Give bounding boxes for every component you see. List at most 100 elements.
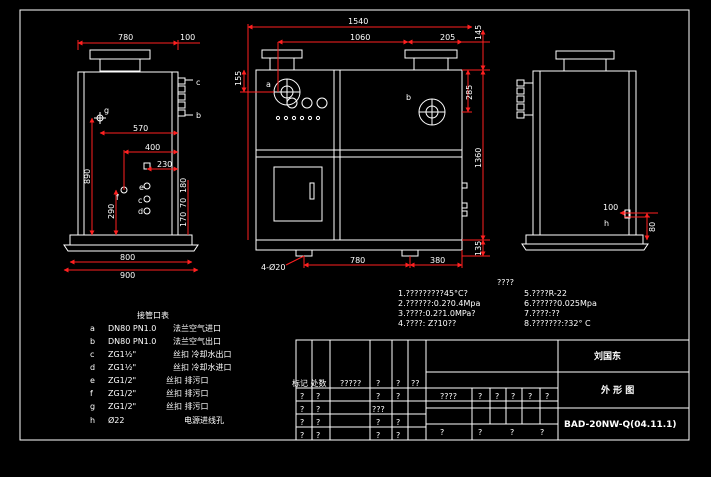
svg-text:?: ? [300,405,304,414]
dim-left-170: 170 [179,212,188,227]
svg-text:?: ? [396,418,400,427]
svg-text:ZG1½": ZG1½" [108,350,136,359]
svg-text:?: ? [511,392,515,401]
label-b-front: b [406,93,411,102]
port-row-c: c ZG1½" 丝扣 冷却水出口 [90,349,232,359]
svg-text:?: ? [396,379,400,388]
svg-text:丝扣 冷却水出口: 丝扣 冷却水出口 [173,349,232,359]
title-drawing: 外 形 图 [600,384,634,396]
dim-left-400: 400 [145,143,160,152]
dim-left-800: 800 [120,253,135,262]
svg-text:?: ? [376,418,380,427]
spec-item-4: 4.????: Z?10?? [398,319,456,328]
dim-left-180: 180 [179,178,188,193]
svg-text:ZG1/2": ZG1/2" [108,389,136,398]
dim-left-290: 290 [107,204,116,219]
dim-front-205: 205 [440,33,455,42]
port-row-f: f ZG1/2" 丝扣 排污口 [90,388,209,398]
spec-item-5: 5.????R-22 [524,289,567,298]
front-dimensions: 1540 1060 205 145 155 285 1360 135 780 3… [234,17,490,272]
svg-text:?: ? [528,392,532,401]
dim-front-285: 285 [465,85,474,100]
svg-text:DN80 PN1.0: DN80 PN1.0 [108,324,156,333]
svg-text:?: ? [396,431,400,440]
dim-left-230: 230 [157,160,172,169]
dim-front-1060: 1060 [350,33,370,42]
spec-notes: ???? 1.?????????45°C? 2.??????:0.2?0.4Mp… [398,278,597,328]
svg-text:?: ? [396,392,400,401]
svg-text:ZG1/2": ZG1/2" [108,376,136,385]
dim-right-80: 80 [648,222,657,232]
svg-text:电源进线孔: 电源进线孔 [184,415,224,425]
svg-text:?: ? [510,428,514,437]
svg-text:????: ???? [440,392,457,401]
label-f: f [116,193,119,202]
svg-text:?: ? [316,392,320,401]
dim-left-width: 780 [118,33,133,42]
svg-text:丝扣 排污口: 丝扣 排污口 [166,375,209,385]
spec-item-7: 7.????:?? [524,309,560,318]
svg-text:?: ? [300,418,304,427]
svg-text:?: ? [376,379,380,388]
svg-text:Ø22: Ø22 [108,415,124,425]
svg-text:ZG1½": ZG1½" [108,363,136,372]
svg-text:?: ? [316,418,320,427]
title-block: 刘国东 外 形 图 BAD-20NW-Q(04.11.1) 标记 处数 ????… [292,339,690,441]
svg-text:?: ? [440,428,444,437]
dim-front-380: 380 [430,256,445,265]
svg-text:?: ? [540,428,544,437]
spec-heading: ???? [497,278,514,287]
port-row-g: g ZG1/2" 丝扣 排污口 [90,401,209,411]
dim-left-offset: 100 [180,33,195,42]
dim-front-780: 780 [350,256,365,265]
front-view [255,49,468,257]
svg-text:a: a [90,324,95,333]
svg-text:h: h [90,416,95,425]
svg-text:b: b [90,337,95,346]
spec-item-3: 3.????:0.2?1.0MPa? [398,309,476,318]
dim-left-900: 900 [120,271,135,280]
svg-text:法兰空气进口: 法兰空气进口 [173,323,221,333]
svg-text:ZG1/2": ZG1/2" [108,402,136,411]
svg-text:???: ??? [372,405,385,414]
svg-text:法兰空气出口: 法兰空气出口 [173,336,221,346]
label-b-side: b [196,111,201,120]
spec-item-6: 6.??????0.025Mpa [524,299,597,308]
spec-item-2: 2.??????:0.2?0.4Mpa [398,299,480,308]
svg-text:?: ? [300,431,304,440]
right-side-view [516,50,649,251]
label-g: g [104,106,109,115]
svg-text:d: d [90,363,95,372]
svg-text:e: e [90,376,95,385]
label-h: h [604,219,609,228]
svg-text:??: ?? [411,379,420,388]
dim-right-100: 100 [603,203,618,212]
svg-text:?: ? [316,405,320,414]
title-code: BAD-20NW-Q(04.11.1) [564,420,677,430]
svg-text:?: ? [545,392,549,401]
dim-left-70: 70 [179,198,188,208]
dim-front-145: 145 [474,25,483,40]
dim-front-1360: 1360 [474,148,483,168]
svg-text:?: ? [316,431,320,440]
svg-text:?: ? [478,392,482,401]
port-row-a: a DN80 PN1.0 法兰空气进口 [90,323,221,333]
dim-front-155: 155 [234,71,243,86]
label-c-left: c [138,196,142,205]
label-a: a [266,80,271,89]
svg-text:丝扣 排污口: 丝扣 排污口 [166,401,209,411]
port-row-d: d ZG1½" 丝扣 冷却水进口 [90,362,232,372]
svg-text:?: ? [376,431,380,440]
port-row-h: h Ø22 电源进线孔 [90,415,224,425]
left-dimensions: 780 100 570 400 230 890 290 180 70 170 8… [63,33,201,280]
spec-item-1: 1.?????????45°C? [398,289,468,298]
title-name: 刘国东 [594,350,621,362]
port-row-b: b DN80 PN1.0 法兰空气出口 [90,336,221,346]
port-row-e: e ZG1/2" 丝扣 排污口 [90,375,209,385]
svg-text:?: ? [495,392,499,401]
tb-col-2: ????? [340,379,361,388]
svg-text:丝扣 排污口: 丝扣 排污口 [166,388,209,398]
svg-text:丝扣 冷却水进口: 丝扣 冷却水进口 [173,362,232,372]
label-c-side: c [196,78,200,87]
